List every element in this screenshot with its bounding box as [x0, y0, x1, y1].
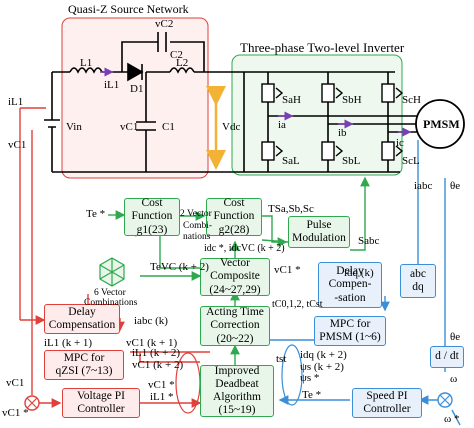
label-theta-e: θe — [450, 180, 461, 192]
diode-d1 — [127, 62, 144, 82]
label-sbh: SbH — [342, 94, 362, 106]
sig-omega: ω — [450, 373, 458, 385]
label-scl: ScL — [402, 155, 420, 167]
label-vc1: vC1 — [120, 121, 139, 133]
circuit — [44, 32, 418, 173]
sig-two-vector-2: nations — [183, 232, 211, 242]
inverter-title: Three-phase Two-level Inverter — [240, 40, 405, 55]
label-c2: C2 — [170, 49, 183, 61]
sig-tc: tC0,1,2, tCst — [272, 299, 323, 310]
sig-vc1-k1: vC1 (k + 1) — [126, 337, 178, 349]
ddt-block: d / dt — [430, 346, 464, 368]
switch-sbH — [321, 83, 344, 103]
label-vdc: Vdc — [222, 121, 241, 133]
capacitor-c2 — [157, 32, 167, 52]
sig-six-vector-1: Combinations — [84, 298, 138, 308]
sig-tsa: TSa,Sb,Sc — [268, 203, 314, 215]
label-sal: SaL — [282, 155, 300, 167]
sig-psi-k2: ψs (k + 2) — [300, 361, 344, 373]
label-vin: Vin — [66, 121, 82, 133]
sig-iabc-k: iabc (k) — [134, 315, 168, 327]
sig-vc1-k2: vC1 (k + 2) — [132, 359, 184, 371]
qzsn-title: Quasi-Z Source Network — [68, 2, 189, 16]
sig-il1-star: iL1 * — [150, 391, 174, 403]
label-ib: ib — [338, 127, 347, 139]
blue-signal-ellipse — [281, 344, 303, 406]
switch-saH — [261, 83, 284, 103]
label-sah: SaH — [282, 94, 301, 106]
sig-two-vector-1: Combi- — [183, 221, 213, 231]
label-iabc: iabc — [414, 180, 433, 192]
sig-te-vc: TeVC (k + 2) — [150, 261, 209, 273]
sig-vc1-star-bottom: vC1 * — [2, 407, 29, 419]
sig-idq-k: idq (k) — [344, 267, 374, 279]
label-il1-top: iL1 — [104, 79, 120, 91]
pmsm-motor — [415, 99, 465, 149]
switch-scL — [381, 141, 404, 161]
sig-te-star: Te * — [86, 208, 106, 220]
sig-two-vector-0: 2 Vector — [180, 209, 212, 219]
sig-il1-k1: iL1 (k + 1) — [44, 337, 93, 349]
sig-sabc: Sabc — [358, 235, 380, 247]
label-c1: C1 — [162, 121, 175, 133]
label-pmsm: PMSM — [423, 117, 460, 131]
six-vector-icon — [99, 257, 125, 287]
sig-psi-star: ψs * — [300, 372, 320, 384]
label-sch: ScH — [402, 94, 421, 106]
label-ic: ic — [396, 137, 404, 149]
switches — [261, 83, 404, 161]
switch-sbL — [321, 141, 344, 161]
label-left-vc1: vC1 — [8, 139, 27, 151]
sig-idc-star: idc *, idcVC (k + 2) — [204, 243, 285, 254]
label-ia: ia — [278, 119, 286, 131]
sig-six-vector-0: 6 Vector — [94, 288, 126, 298]
label-d1: D1 — [130, 83, 144, 95]
inductor-l2 — [169, 67, 195, 74]
switch-scH — [381, 83, 404, 103]
label-sbl: SbL — [342, 155, 361, 167]
sig-idq-k2: idq (k + 2) — [300, 349, 347, 361]
sig-vc1-star-into: vC1 * — [148, 379, 175, 391]
label-left-il1: iL1 — [8, 96, 24, 108]
label-l1: L1 — [80, 57, 93, 69]
sig-omega-star: ω * — [444, 413, 460, 425]
label-l2: L2 — [176, 57, 189, 69]
label-vc2: vC2 — [155, 18, 174, 30]
sig-il1-k2: iL1 (k + 2) — [132, 347, 181, 359]
dc-source — [44, 119, 60, 128]
sig-te-star-right: Te * — [302, 389, 322, 401]
sig-theta-e-right: θe — [450, 331, 461, 343]
switch-saL — [261, 141, 284, 161]
inverter-region — [231, 54, 403, 176]
sig-vc1-bottom: vC1 — [6, 377, 25, 389]
inductor-l1 — [69, 67, 103, 74]
sig-tst: tst — [276, 353, 287, 365]
sig-vc1-star-mid: vC1 * — [274, 264, 301, 276]
